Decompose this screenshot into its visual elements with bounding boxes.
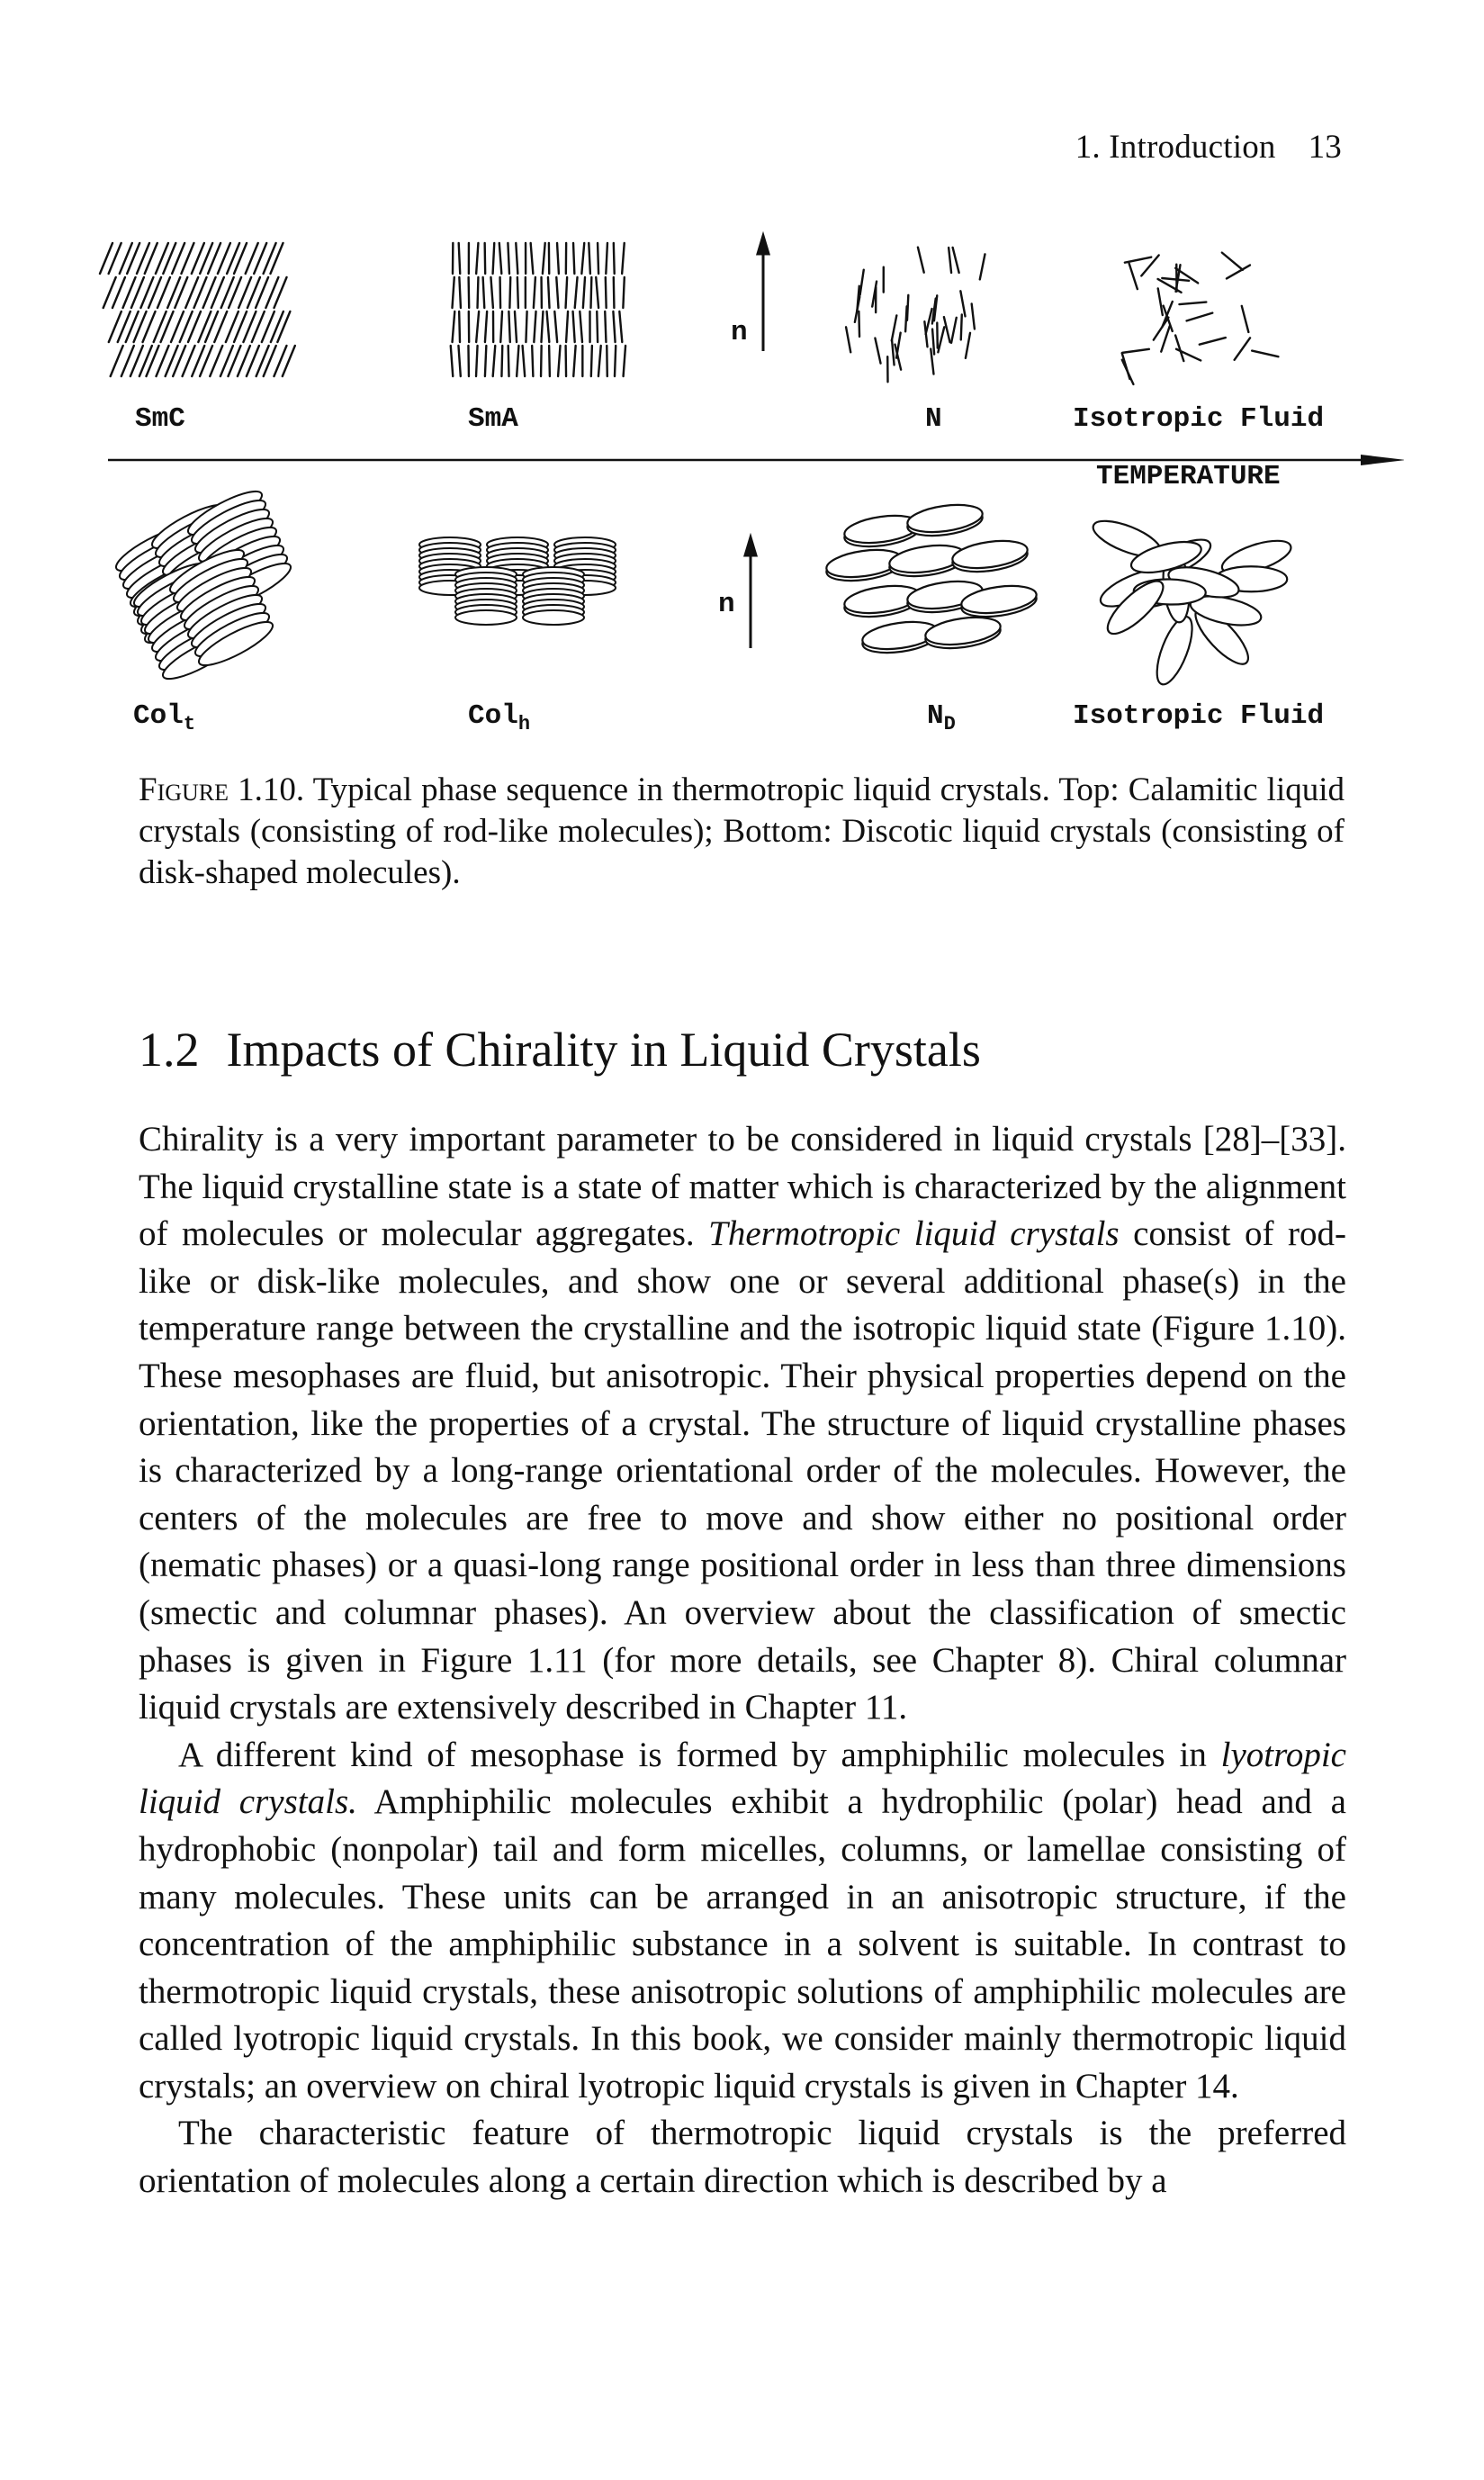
temperature-arrow [108, 455, 1404, 465]
page-number: 13 [1308, 129, 1342, 166]
paragraph-2: A different kind of mesophase is formed … [139, 1735, 1346, 2106]
body-text: Chirality is a very important parameter … [139, 1116, 1346, 2205]
label-nd: ND [927, 700, 956, 736]
col-t-disk-stacks [114, 490, 292, 681]
sma-rods [449, 241, 627, 378]
label-director-bottom: n [718, 589, 735, 620]
col-h-disk-stacks [418, 537, 616, 626]
label-col-h: Colh [468, 700, 531, 736]
label-col-t: Colt [133, 700, 196, 736]
caption-text: Typical phase sequence in thermotropic l… [139, 771, 1345, 891]
smc-rods [98, 241, 296, 378]
label-isotropic-bottom: Isotropic Fluid [1073, 700, 1325, 732]
phase-sequence-figure: SmC SmA N Isotropic Fluid n TEMPERATURE … [90, 216, 1404, 756]
caption-label: Figure [139, 771, 229, 808]
nematic-rods [844, 246, 986, 383]
chapter-title: 1. Introduction [1075, 129, 1276, 166]
section-number: 1.2 [139, 1023, 200, 1077]
label-n: N [925, 403, 942, 435]
nd-disks [825, 503, 1038, 654]
label-director-top: n [731, 317, 748, 348]
paragraph-1: Chirality is a very important parameter … [139, 1120, 1346, 1727]
figure-caption: Figure 1.10. Typical phase sequence in t… [139, 770, 1345, 894]
label-smc: SmC [135, 403, 185, 435]
director-arrow-bottom [742, 532, 759, 648]
section-title: Impacts of Chirality in Liquid Crystals [226, 1023, 981, 1077]
isotropic-disks [1092, 519, 1292, 686]
phase-diagram-graphic [98, 230, 1404, 686]
caption-number: 1.10. [238, 771, 305, 808]
label-isotropic-top: Isotropic Fluid [1073, 403, 1325, 435]
paragraph-3: The characteristic feature of thermotrop… [139, 2114, 1346, 2201]
section-heading: 1.2 Impacts of Chirality in Liquid Crysta… [139, 1022, 981, 1078]
isotropic-rods [1120, 251, 1280, 386]
label-temperature: TEMPERATURE [1096, 461, 1281, 492]
director-arrow-top [755, 230, 771, 351]
label-sma: SmA [468, 403, 518, 435]
running-head: 1. Introduction 13 [1075, 128, 1342, 167]
